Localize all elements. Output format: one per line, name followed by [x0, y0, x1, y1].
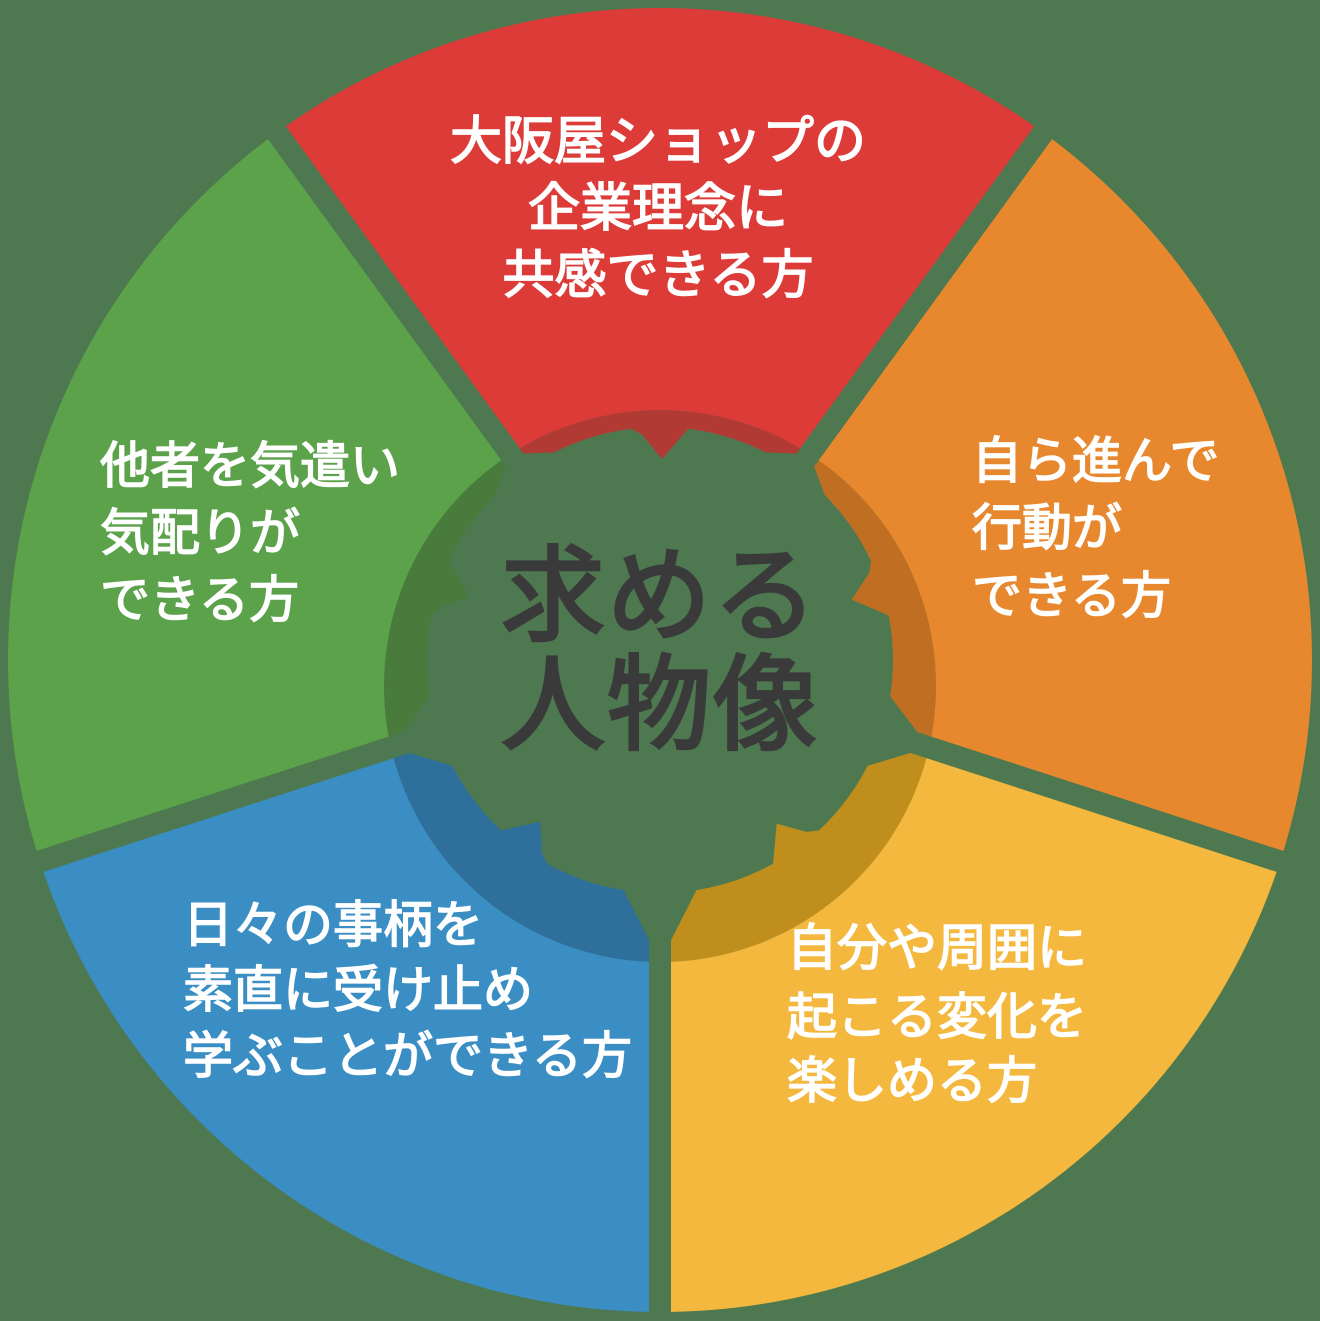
segment-enjoy-change-label-line1: 自分や周囲に [787, 920, 1087, 976]
segment-gap [254, 107, 564, 521]
segment-enjoy-change-sector [660, 747, 1281, 1312]
segment-self-initiative-inner-band [809, 454, 937, 748]
segment-gap [756, 107, 1066, 521]
segments-layer [7, 8, 1313, 1312]
segment-enjoy-change-label-line2: 起こる変化を [787, 989, 1087, 1045]
segment-considerate-label-line1: 他者を気遣い [99, 438, 400, 494]
segment-considerate-inner-band [383, 454, 511, 748]
segment-corporate-philosophy-label-line3: 共感できる方 [503, 247, 814, 305]
segment-gap [827, 705, 1306, 880]
segment-gap [14, 705, 493, 880]
segment-willing-to-learn-label-line2: 素直に受け止め [183, 962, 533, 1018]
segment-enjoy-change-label-line3: 楽しめる方 [787, 1053, 1037, 1109]
segment-willing-to-learn-sector [39, 747, 660, 1312]
segment-labels: 大阪屋ショップの企業理念に共感できる方自ら進んで行動ができる方自分や周囲に起こる… [99, 113, 1220, 1109]
segment-gaps [14, 107, 1306, 1321]
segment-corporate-philosophy-inner-band [510, 410, 810, 459]
segment-self-initiative [809, 132, 1313, 862]
segment-willing-to-learn-inner-band [390, 747, 660, 962]
segment-enjoy-change [660, 747, 1281, 1312]
center-title-line1: 求める [501, 539, 819, 655]
segment-considerate-sector [7, 132, 511, 862]
segment-considerate [7, 132, 511, 862]
segment-considerate-label-line3: できる方 [100, 572, 299, 628]
center-title-line2: 人物像 [501, 648, 819, 764]
segment-enjoy-change-inner-band [660, 747, 930, 962]
segment-corporate-philosophy-label-line1: 大阪屋ショップの [450, 113, 866, 171]
segment-willing-to-learn-label-line3: 学ぶことができる方 [183, 1028, 632, 1084]
segment-corporate-philosophy-label-line2: 企業理念に [528, 180, 788, 238]
segment-willing-to-learn [39, 747, 660, 1312]
segment-self-initiative-label-line2: 行動が [972, 500, 1122, 556]
segment-self-initiative-label-line1: 自ら進んで [972, 433, 1220, 489]
segment-considerate-label-line2: 気配りが [100, 505, 300, 561]
center-title: 求める 人物像 [501, 539, 819, 764]
segment-self-initiative-label-line3: できる方 [972, 568, 1171, 624]
segment-self-initiative-sector [809, 132, 1313, 862]
segment-willing-to-learn-label-line1: 日々の事柄を [183, 897, 483, 953]
segment-corporate-philosophy [276, 8, 1044, 459]
segment-corporate-philosophy-sector [276, 8, 1044, 455]
